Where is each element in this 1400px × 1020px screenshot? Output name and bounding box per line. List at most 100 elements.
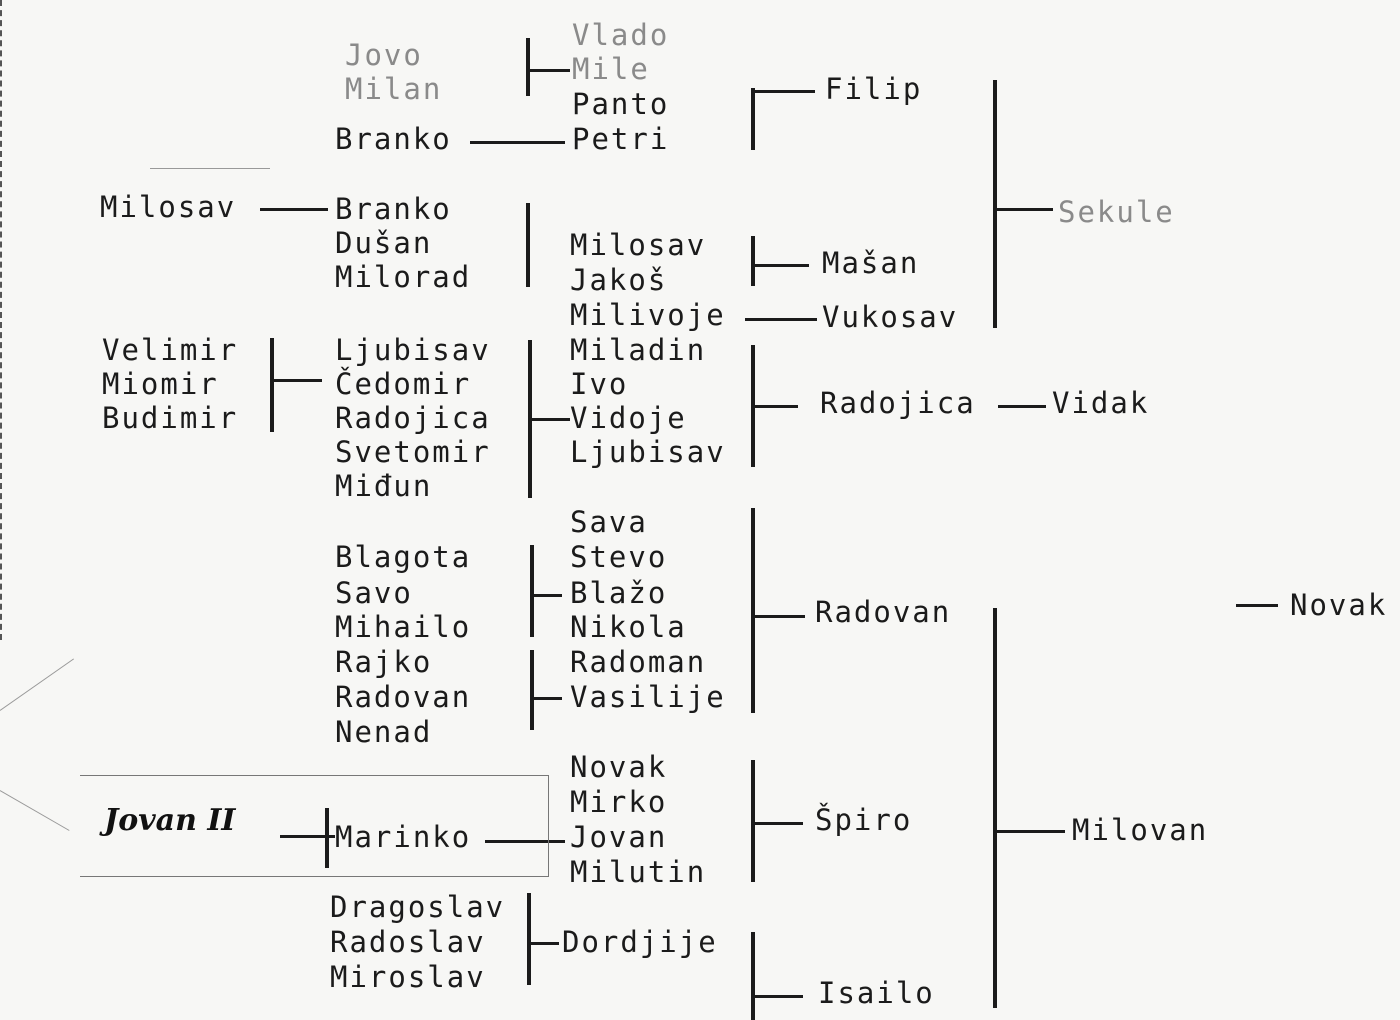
person-filip: Filip [825, 72, 923, 106]
person-vukosav: Vukosav [822, 300, 959, 334]
connector-isailo [753, 995, 803, 998]
person-mirko: Mirko [570, 785, 668, 819]
person-ljubisav-g4: Ljubisav [570, 435, 726, 469]
person-spiro: Špiro [815, 803, 913, 837]
bracket-masan-children [526, 203, 530, 287]
person-radoslav: Radoslav [330, 925, 486, 959]
connector-spiro [753, 822, 803, 825]
bracket-novak [0, 0, 2, 640]
connector-masan [753, 264, 809, 267]
person-cedomir: Čedomir [335, 367, 472, 401]
person-jakos: Jakoš [570, 263, 668, 297]
connector-novak [1236, 604, 1278, 607]
bracket-isailo [751, 932, 755, 1020]
person-milosav-g6: Milosav [100, 190, 237, 224]
person-vasilije: Vasilije [570, 680, 726, 714]
person-blagota: Blagota [335, 540, 472, 574]
person-vidoje: Vidoje [570, 401, 687, 435]
person-milovan: Milovan [1072, 813, 1209, 847]
person-ljubisav-g5: Ljubisav [335, 333, 491, 367]
person-savo: Savo [335, 576, 413, 610]
bracket-blazo [530, 545, 534, 637]
bracket-vasilije [530, 650, 534, 730]
person-mile: Mile [572, 52, 650, 86]
person-milorad: Milorad [335, 260, 472, 294]
bracket-radovan [751, 508, 755, 713]
person-jovo: Jovo [345, 38, 423, 72]
bracket-masan [751, 236, 755, 286]
person-jovan: Jovan [570, 820, 668, 854]
pasted-label-box [80, 775, 549, 877]
person-milosav-g4: Milosav [570, 228, 707, 262]
person-isailo: Isailo [818, 976, 935, 1010]
tick-marinko [325, 808, 329, 868]
scan-mark [0, 790, 70, 831]
person-ivo: Ivo [570, 367, 629, 401]
bracket-filip [751, 88, 755, 150]
person-stevo: Stevo [570, 540, 668, 574]
person-dusan: Dušan [335, 226, 433, 260]
person-miroslav: Miroslav [330, 960, 486, 994]
connector-marinko-jovan [485, 840, 565, 843]
connector-blazo [532, 594, 562, 597]
person-radojica-g3: Radojica [820, 386, 976, 420]
person-milivoje: Milivoje [570, 298, 726, 332]
bracket-sekule [993, 80, 997, 328]
connector-radojica [753, 405, 798, 408]
person-radojica-g5: Radojica [335, 401, 491, 435]
scan-mark [0, 658, 75, 711]
person-svetomir: Svetomir [335, 435, 491, 469]
person-mihailo: Mihailo [335, 610, 472, 644]
connector-jovan-marinko [280, 835, 335, 838]
connector-milivoje-vukosav [745, 318, 817, 321]
connector-sekule [995, 208, 1053, 211]
connector-radojica-vidak [998, 405, 1046, 408]
person-nenad: Nenad [335, 715, 433, 749]
person-novak-g4: Novak [570, 750, 668, 784]
connector-filip [753, 90, 815, 93]
scan-mark [150, 168, 270, 169]
person-panto: Panto [572, 87, 670, 121]
connector-radovan [753, 615, 805, 618]
connector-vidoje [530, 418, 570, 421]
person-petri: Petri [572, 122, 670, 156]
person-sava: Sava [570, 505, 648, 539]
person-nikola: Nikola [570, 610, 687, 644]
connector-dordjije [529, 942, 559, 945]
person-vidak: Vidak [1052, 386, 1150, 420]
person-dragoslav: Dragoslav [330, 890, 506, 924]
bracket-vline [526, 38, 530, 96]
person-masan: Mašan [822, 246, 920, 280]
person-vlado: Vlado [572, 18, 670, 52]
person-miomir: Miomir [102, 367, 219, 401]
connector-cedomir [272, 379, 322, 382]
person-branko-1: Branko [335, 122, 452, 156]
person-velimir: Velimir [102, 333, 239, 367]
person-milan: Milan [345, 72, 443, 106]
person-milutin: Milutin [570, 855, 707, 889]
bracket-hline [528, 69, 570, 72]
person-radoman: Radoman [570, 645, 707, 679]
person-radovan-g5: Radovan [335, 680, 472, 714]
person-blazo: Blažo [570, 576, 668, 610]
bracket-dordjije [527, 893, 531, 985]
person-midun: Miđun [335, 469, 433, 503]
person-radovan-g3: Radovan [815, 595, 952, 629]
connector-branko-petri [470, 141, 565, 144]
connector-milovan [995, 830, 1065, 833]
person-dordjije: Dordjije [562, 925, 718, 959]
person-jovan-ii-handwritten: Jovan II [104, 803, 236, 838]
person-marinko: Marinko [335, 820, 472, 854]
connector-vasilije [532, 697, 562, 700]
bracket-velimir [270, 338, 274, 432]
person-budimir: Budimir [102, 401, 239, 435]
person-branko-2: Branko [335, 192, 452, 226]
person-novak-root: Novak [1290, 588, 1388, 622]
person-miladin: Miladin [570, 333, 707, 367]
bracket-spiro [751, 760, 755, 882]
person-rajko: Rajko [335, 645, 433, 679]
bracket-milovan [993, 608, 997, 1008]
person-sekule: Sekule [1058, 195, 1175, 229]
connector-milosav-branko [260, 208, 328, 211]
